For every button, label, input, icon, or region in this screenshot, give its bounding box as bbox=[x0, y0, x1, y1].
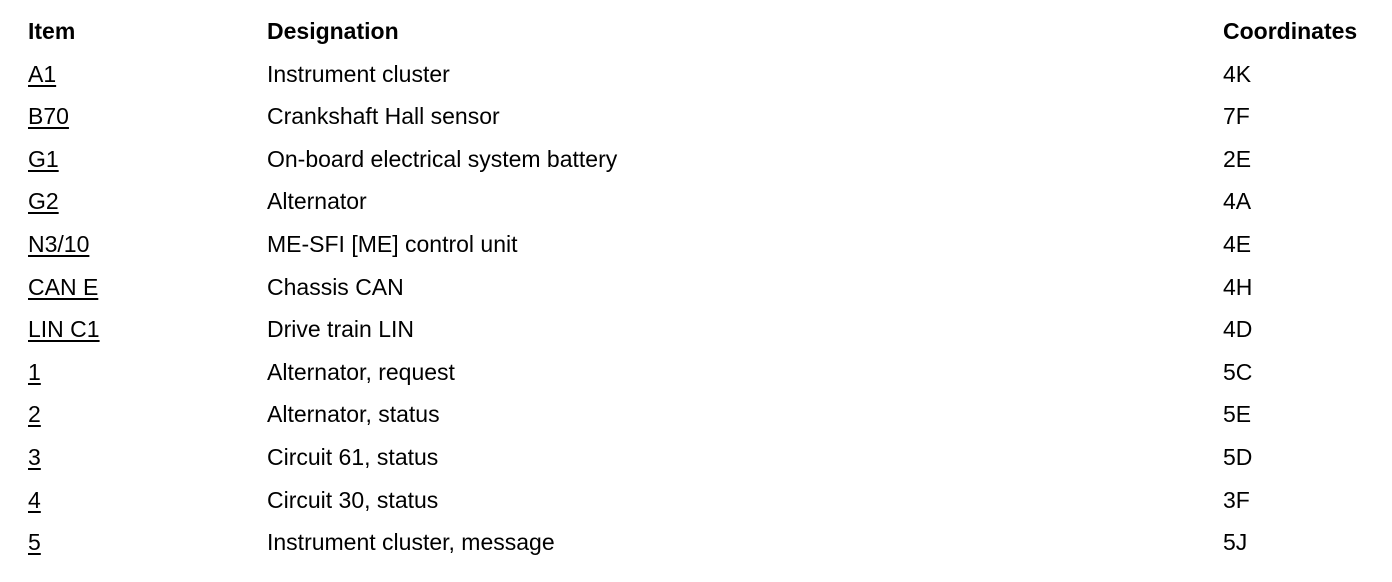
table-row: A1 Instrument cluster 4K bbox=[0, 53, 1392, 96]
table-row: G1 On-board electrical system battery 2E bbox=[0, 138, 1392, 181]
table-row: 1 Alternator, request 5C bbox=[0, 351, 1392, 394]
coordinates-cell: 4D bbox=[1223, 316, 1253, 343]
item-link[interactable]: G2 bbox=[28, 188, 59, 215]
coordinates-cell: 4E bbox=[1223, 230, 1252, 257]
legend-table: Item Designation Coordinates A1 Instrume… bbox=[0, 10, 1392, 564]
item-link[interactable]: N3/10 bbox=[28, 230, 90, 257]
designation-cell: Alternator, request bbox=[267, 358, 455, 385]
item-link[interactable]: B70 bbox=[28, 103, 69, 130]
coordinates-cell: 5E bbox=[1223, 401, 1252, 428]
item-link[interactable]: 4 bbox=[28, 486, 41, 513]
coordinates-cell: 4K bbox=[1223, 60, 1252, 87]
designation-cell: Instrument cluster bbox=[267, 60, 450, 87]
coordinates-cell: 2E bbox=[1223, 145, 1252, 172]
table-row: 5 Instrument cluster, message 5J bbox=[0, 521, 1392, 564]
coordinates-cell: 7F bbox=[1223, 103, 1250, 130]
item-link[interactable]: 2 bbox=[28, 401, 41, 428]
coordinates-cell: 3F bbox=[1223, 486, 1250, 513]
designation-cell: Instrument cluster, message bbox=[267, 529, 555, 556]
item-link[interactable]: 3 bbox=[28, 443, 41, 470]
table-row: 3 Circuit 61, status 5D bbox=[0, 436, 1392, 479]
coordinates-cell: 5J bbox=[1223, 529, 1248, 556]
designation-cell: Alternator, status bbox=[267, 401, 440, 428]
coordinates-cell: 5C bbox=[1223, 358, 1253, 385]
table-row: 4 Circuit 30, status 3F bbox=[0, 479, 1392, 522]
table-row: LIN C1 Drive train LIN 4D bbox=[0, 308, 1392, 351]
table-header: Item Designation Coordinates bbox=[0, 10, 1392, 53]
item-link[interactable]: 5 bbox=[28, 529, 41, 556]
table-row: CAN E Chassis CAN 4H bbox=[0, 266, 1392, 309]
table-row: 2 Alternator, status 5E bbox=[0, 393, 1392, 436]
item-link[interactable]: G1 bbox=[28, 145, 59, 172]
header-item: Item bbox=[28, 18, 76, 44]
designation-cell: Alternator bbox=[267, 188, 367, 215]
designation-cell: Circuit 30, status bbox=[267, 486, 439, 513]
coordinates-cell: 4H bbox=[1223, 273, 1253, 300]
designation-cell: On-board electrical system battery bbox=[267, 145, 618, 172]
designation-cell: Circuit 61, status bbox=[267, 443, 439, 470]
designation-cell: Drive train LIN bbox=[267, 316, 414, 343]
item-link[interactable]: A1 bbox=[28, 60, 57, 87]
designation-cell: ME-SFI [ME] control unit bbox=[267, 230, 518, 257]
table-row: N3/10 ME-SFI [ME] control unit 4E bbox=[0, 223, 1392, 266]
designation-cell: Chassis CAN bbox=[267, 273, 404, 300]
coordinates-cell: 4A bbox=[1223, 188, 1252, 215]
item-link[interactable]: CAN E bbox=[28, 273, 99, 300]
item-link[interactable]: LIN C1 bbox=[28, 316, 100, 343]
header-designation: Designation bbox=[267, 18, 399, 44]
coordinates-cell: 5D bbox=[1223, 443, 1253, 470]
table-row: G2 Alternator 4A bbox=[0, 180, 1392, 223]
designation-cell: Crankshaft Hall sensor bbox=[267, 103, 500, 130]
header-coordinates: Coordinates bbox=[1223, 18, 1358, 44]
item-link[interactable]: 1 bbox=[28, 358, 41, 385]
table-row: B70 Crankshaft Hall sensor 7F bbox=[0, 95, 1392, 138]
